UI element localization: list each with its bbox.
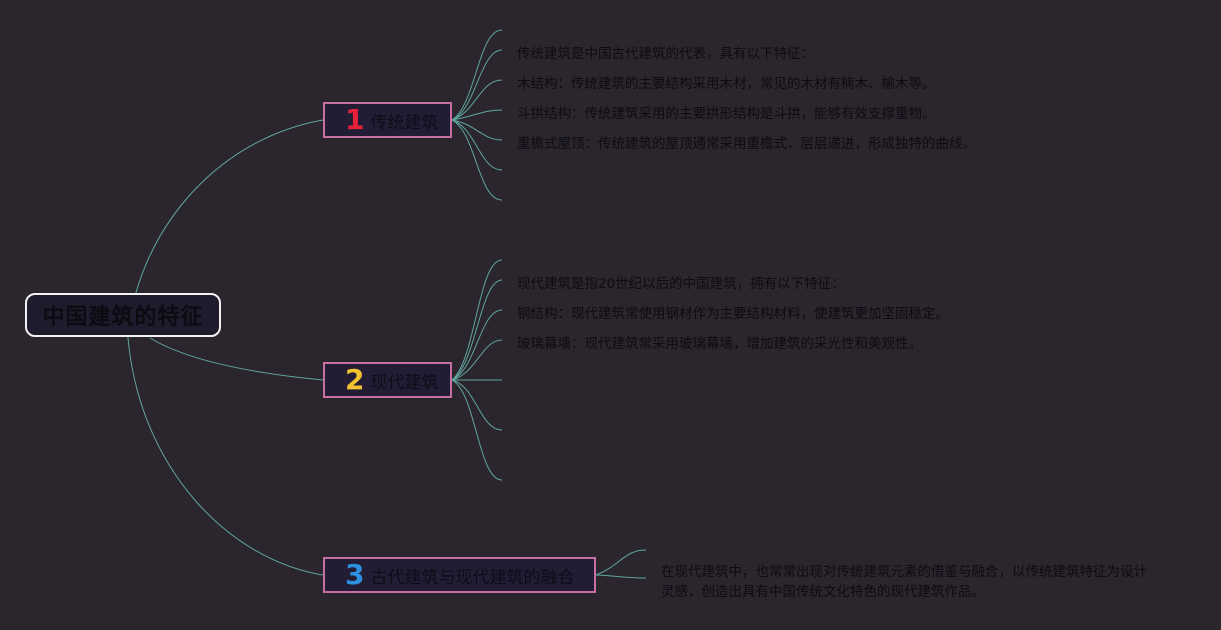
- connector-b2-leaf-7: [451, 379, 503, 481]
- root-node[interactable]: 中国建筑的特征: [25, 293, 221, 337]
- leaf-node[interactable]: 在现代建筑中，也常常出现对传统建筑元素的借鉴与融合，以传统建筑特征为设计灵感，创…: [661, 564, 1147, 600]
- number-three-icon: 3: [345, 558, 365, 591]
- connector-b2-leaf-1: [451, 259, 503, 381]
- connector-b1-leaf-6: [451, 119, 503, 171]
- connector-b1-leaf-1: [451, 29, 503, 121]
- connector-b1-leaf-4: [451, 109, 503, 121]
- connector-b2-leaf-6: [451, 379, 503, 431]
- branch-label: 古代建筑与现代建筑的融合: [370, 567, 575, 588]
- connector-b1-leaf-7: [451, 119, 503, 201]
- leaf-node[interactable]: 现代建筑是指20世纪以后的中国建筑，拥有以下特征：: [517, 276, 845, 292]
- root-node-label: 中国建筑的特征: [42, 305, 204, 330]
- connector-b1-leaf-3: [451, 79, 503, 121]
- leaf-node[interactable]: 斗拱结构：传统建筑采用的主要拱形结构是斗拱，能够有效支撑重物。: [517, 106, 936, 122]
- number-two-icon: 2: [345, 363, 365, 396]
- connector-b3-leaf-1: [595, 549, 647, 576]
- leaf-node[interactable]: 传统建筑是中国古代建筑的代表，具有以下特征：: [517, 46, 814, 62]
- connector-b1-leaf-5: [451, 119, 503, 141]
- connector-b2-leaf-4: [451, 339, 503, 381]
- connector-root-branch-2: [149, 337, 324, 381]
- branch-label: 传统建筑: [370, 112, 439, 133]
- branch-node-fusion[interactable]: 3 古代建筑与现代建筑的融合: [323, 557, 596, 593]
- leaf-node[interactable]: 玻璃幕墙：现代建筑常采用玻璃幕墙，增加建筑的采光性和美观性。: [517, 336, 922, 352]
- connector-b2-leaf-3: [451, 309, 503, 381]
- connector-b3-leaf-2: [595, 574, 647, 579]
- branch-label: 现代建筑: [370, 372, 439, 393]
- branch-node-modern[interactable]: 2 现代建筑: [323, 362, 452, 398]
- branch-node-traditional[interactable]: 1 传统建筑: [323, 102, 452, 138]
- leaf-node[interactable]: 钢结构：现代建筑常使用钢材作为主要结构材料，使建筑更加坚固稳定。: [517, 306, 949, 322]
- connector-root-branch-3: [127, 337, 324, 576]
- leaf-node[interactable]: 重檐式屋顶：传统建筑的屋顶通常采用重檐式，层层递进，形成独特的曲线。: [517, 136, 976, 152]
- number-one-icon: 1: [345, 103, 365, 136]
- connector-b1-leaf-2: [451, 49, 503, 121]
- connector-b2-leaf-2: [451, 279, 503, 381]
- leaf-node[interactable]: 木结构：传统建筑的主要结构采用木材，常见的木材有楠木、榆木等。: [517, 76, 936, 92]
